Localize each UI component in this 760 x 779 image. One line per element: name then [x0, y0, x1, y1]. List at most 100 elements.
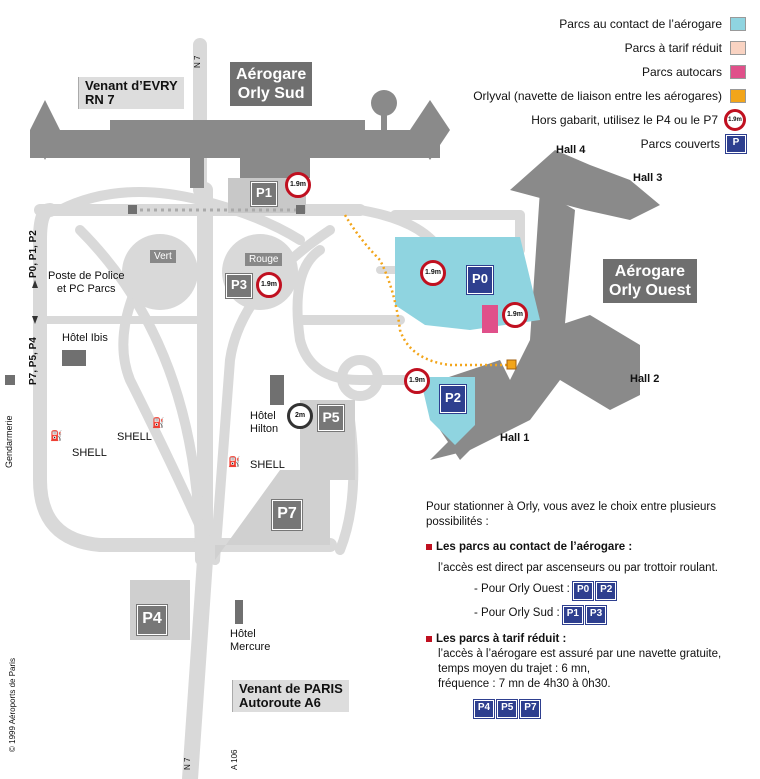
section2-title-text: Les parcs à tarif réduit :: [436, 633, 567, 645]
badge-p0: P0: [572, 581, 595, 601]
info-section2-title: Les parcs à tarif réduit :: [426, 632, 746, 647]
p2-badge: P2: [439, 384, 467, 414]
sud-label: - Pour Orly Sud :: [474, 607, 560, 619]
height-sign-4-icon: 1.9m: [502, 302, 528, 328]
info-section1-title: Les parcs au contact de l’aérogare :: [426, 540, 746, 555]
p2-text: P2: [439, 384, 467, 414]
hilton-building: [270, 375, 284, 405]
legend-row-height: Hors gabarit, utilisez le P4 ou le P7 1.…: [326, 108, 746, 132]
legend-row-reduced: Parcs à tarif réduit: [326, 36, 746, 60]
height-2m-text: 2m: [287, 403, 313, 429]
height-sign-3-icon: 1.9m: [420, 260, 446, 286]
arrow-up-label: P0, P1, P2: [28, 230, 39, 278]
swatch-peach-icon: [730, 41, 746, 55]
p3-text: P3: [225, 273, 253, 299]
height-sign-2-icon: 1.9m: [256, 272, 282, 298]
legend-row-contact: Parcs au contact de l’aérogare: [326, 12, 746, 36]
orly-ouest-title-line1: Aérogare: [614, 263, 686, 280]
legend-label-height: Hors gabarit, utilisez le P4 ou le P7: [531, 113, 718, 127]
hall-1-label: Hall 1: [500, 432, 530, 444]
height-sign-4-text: 1.9m: [502, 302, 528, 328]
gendarmerie-label: Gendarmerie: [4, 415, 14, 468]
evry-label: Venant d’EVRY RN 7: [78, 77, 184, 109]
hall-3-label: Hall 3: [633, 172, 663, 184]
ibis-building: [62, 350, 86, 366]
shell-label-1: SHELL: [72, 447, 107, 459]
info-intro: Pour stationner à Orly, vous avez le cho…: [426, 501, 716, 528]
arrow-down-label: P7, P5, P4: [28, 337, 39, 385]
height-sign-5-text: 1.9m: [404, 368, 430, 394]
legend-label-reduced: Parcs à tarif réduit: [624, 41, 722, 55]
legend-row-coach: Parcs autocars: [326, 60, 746, 84]
info-section2-text1: l’accès à l’aérogare est assuré par une …: [438, 648, 722, 660]
paris-line2: Autoroute A6: [239, 695, 321, 710]
hilton-label: Hôtel Hilton: [250, 410, 278, 436]
orly-sud-title: Aérogare Orly Sud: [230, 62, 313, 106]
hall-4-label: Hall 4: [556, 144, 586, 156]
height-sign-2-text: 1.9m: [256, 272, 282, 298]
swatch-orange-icon: [730, 89, 746, 103]
arrow-up-icon: [32, 280, 38, 288]
p7-text: P7: [271, 499, 303, 531]
bullet-icon: [426, 635, 432, 642]
orly-sud-title-line1: Aérogare: [236, 66, 307, 83]
hilton-line2: Hilton: [250, 423, 279, 435]
p5-badge: P5: [317, 404, 345, 432]
legend-label-contact: Parcs au contact de l’aérogare: [559, 17, 722, 31]
bullet-icon: [426, 543, 432, 550]
p7-badge: P7: [271, 499, 303, 531]
p4-badge: P4: [136, 604, 168, 636]
shell-label-2: SHELL: [117, 431, 152, 443]
hall-2-label: Hall 2: [630, 373, 660, 385]
police-label: Poste de Police et PC Parcs: [48, 270, 124, 296]
road-network: [33, 38, 525, 779]
orly-sud-title-line2: Orly Sud: [237, 85, 305, 102]
mercure-line2: Mercure: [230, 641, 271, 653]
n7-bottom-label: N 7: [183, 757, 192, 770]
p1-text: P1: [250, 181, 278, 207]
info-section2-text2: temps moyen du trajet : 6 mn,: [438, 663, 591, 675]
hilton-line1: Hôtel: [250, 410, 276, 422]
vert-label: Vert: [150, 250, 176, 263]
info-ouest-row: - Pour Orly Ouest : P0 P2: [426, 581, 746, 601]
mercure-label: Hôtel Mercure: [230, 628, 270, 654]
paris-line1: Venant de PARIS: [239, 681, 343, 696]
badge-p3: P3: [585, 605, 608, 625]
orly-ouest-title-line2: Orly Ouest: [609, 282, 691, 299]
coach-parking: [482, 305, 498, 333]
evry-line2: RN 7: [85, 92, 115, 107]
shell-label-3: SHELL: [250, 459, 285, 471]
badge-p4: P4: [473, 699, 495, 719]
gendarmerie-building: [5, 375, 15, 385]
badge-p2: P2: [595, 581, 618, 601]
info-section1-text: l’accès est direct par ascenseurs ou par…: [438, 562, 718, 574]
legend-row-orlyval: Orlyval (navette de liaison entre les aé…: [326, 84, 746, 108]
height-sign-1-text: 1.9m: [285, 172, 311, 198]
badge-p1: P1: [561, 605, 584, 625]
legend: Parcs au contact de l’aérogare Parcs à t…: [326, 12, 747, 156]
orly-ouest-title: Aérogare Orly Ouest: [603, 259, 697, 303]
legend-row-covered: Parcs couverts P: [326, 132, 747, 156]
shell-icon-3: ⛽: [228, 457, 241, 468]
mercure-building: [235, 600, 243, 624]
p5-text: P5: [317, 404, 345, 432]
police-line2: et PC Parcs: [56, 283, 116, 295]
p3-badge: P3: [225, 273, 253, 299]
shell-icon-1: ⛽: [50, 431, 63, 442]
info-section2-text3: fréquence : 7 mn de 4h30 à 0h30.: [438, 678, 611, 690]
ibis-label: Hôtel Ibis: [62, 332, 108, 344]
ouest-label: - Pour Orly Ouest :: [474, 583, 570, 595]
copyright: © 1999 Aéroports de Paris: [8, 658, 17, 752]
rouge-label: Rouge: [245, 253, 283, 266]
p4-text: P4: [136, 604, 168, 636]
legend-label-coach: Parcs autocars: [641, 65, 722, 79]
arrow-down-icon: [32, 316, 38, 324]
covered-parking-icon: P: [725, 134, 747, 154]
orlyval-line: [343, 214, 510, 367]
swatch-pink-icon: [730, 65, 746, 79]
section1-title-text: Les parcs au contact de l’aérogare :: [436, 541, 633, 553]
p1-badge: P1: [250, 181, 278, 207]
height-sign-3-text: 1.9m: [420, 260, 446, 286]
orly-sud-building: [30, 100, 450, 188]
badge-p7: P7: [519, 699, 542, 719]
